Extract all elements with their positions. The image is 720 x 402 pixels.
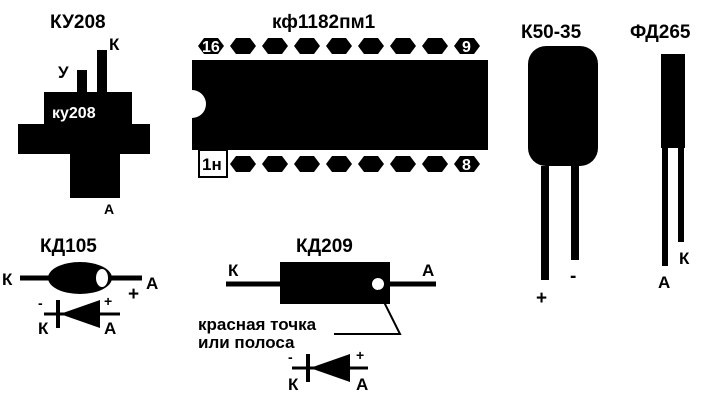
chip-top-pins bbox=[198, 38, 480, 54]
kd105-a-label: А bbox=[146, 274, 158, 293]
kd105-body bbox=[48, 262, 112, 294]
kd209-note-line1: красная точка bbox=[198, 315, 317, 334]
kd105-diode-symbol: - + К А bbox=[38, 293, 120, 338]
ku208-title: КУ208 bbox=[50, 12, 106, 33]
kd209-note-line2: или полоса bbox=[198, 333, 295, 352]
chip-body bbox=[192, 60, 488, 150]
kd209-title: КД209 bbox=[296, 236, 353, 257]
kd105-sym-k: К bbox=[38, 319, 49, 338]
ku208-pin-k-label: К bbox=[109, 35, 120, 54]
ku208-body-label: ку208 bbox=[52, 105, 96, 122]
kd105-k-label: К bbox=[2, 270, 13, 289]
k5035-minus-label: - bbox=[570, 266, 576, 287]
ku208-body bbox=[18, 92, 150, 198]
chip-pin8-label: 8 bbox=[462, 157, 471, 174]
k5035-title: К50-35 bbox=[521, 22, 582, 43]
ku208-lead-k bbox=[97, 50, 107, 92]
fd265-body bbox=[661, 54, 685, 148]
k5035-lead-plus bbox=[541, 166, 549, 280]
kd209-dot bbox=[372, 278, 384, 290]
chip-kf1182pm1: кф1182пм1 16 9 1н bbox=[192, 12, 488, 178]
photodiode-fd265: ФД265 А К bbox=[630, 22, 691, 292]
ku208-pin-a-label: А bbox=[104, 201, 114, 217]
fd265-title: ФД265 bbox=[630, 22, 691, 43]
kd209-sym-minus: - bbox=[288, 349, 293, 365]
kd105-sym-minus: - bbox=[38, 295, 43, 311]
kd105-sym-a: А bbox=[104, 319, 116, 338]
ku208-pin-u-label: У bbox=[58, 63, 69, 82]
kd209-sym-a: А bbox=[356, 375, 368, 394]
kd209-body bbox=[280, 262, 390, 304]
capacitor-k50-35: К50-35 + - bbox=[521, 22, 598, 309]
kd209-sym-k: К bbox=[288, 375, 299, 394]
fd265-pin-a-label: А bbox=[658, 273, 670, 292]
kd209-sym-plus: + bbox=[356, 347, 364, 363]
chip-title: кф1182пм1 bbox=[272, 12, 376, 33]
kd105-sym-plus: + bbox=[104, 293, 112, 309]
fd265-lead-k bbox=[678, 148, 684, 242]
kd105-plus-label: + bbox=[128, 284, 139, 305]
diode-kd105: КД105 К А + - + К А bbox=[2, 236, 158, 338]
chip-pin1-label: 1н bbox=[202, 155, 222, 174]
k5035-body bbox=[528, 46, 598, 166]
k5035-plus-label: + bbox=[536, 288, 547, 309]
kd209-k-label: К bbox=[228, 261, 239, 280]
ku208-lead-u bbox=[77, 70, 87, 92]
ku208-thyristor: КУ208 У К ку208 А bbox=[18, 12, 150, 217]
k5035-lead-minus bbox=[571, 166, 579, 260]
fd265-lead-a bbox=[662, 148, 668, 266]
kd105-title: КД105 bbox=[40, 236, 97, 257]
kd209-pointer-line bbox=[334, 289, 402, 335]
diode-kd209: КД209 К А красная точка или полоса - + К… bbox=[198, 236, 436, 394]
fd265-pin-k-label: К bbox=[679, 249, 690, 268]
chip-pin9-label: 9 bbox=[462, 39, 471, 56]
chip-pin1-box bbox=[198, 149, 228, 178]
chip-bottom-pins bbox=[198, 156, 480, 172]
kd209-diode-symbol: - + К А bbox=[288, 347, 368, 394]
kd105-band bbox=[96, 269, 108, 287]
chip-pin16-label: 16 bbox=[202, 39, 220, 56]
kd209-a-label: А bbox=[422, 261, 434, 280]
